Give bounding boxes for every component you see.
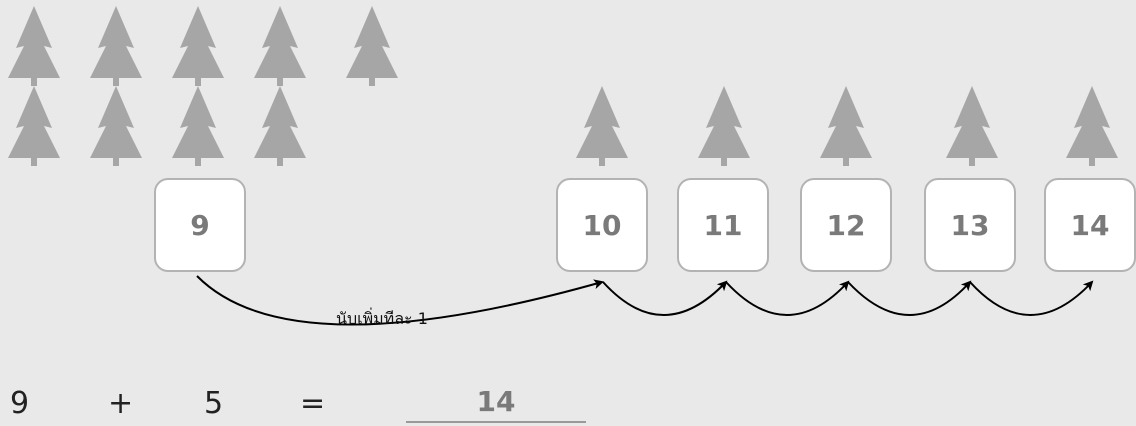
pine-tree-icon	[84, 4, 148, 86]
number-box: 10	[556, 178, 648, 272]
arrow-12-to-13	[847, 280, 972, 316]
pine-tree-icon	[340, 4, 404, 86]
number-box: 13	[924, 178, 1016, 272]
pine-tree-icon	[2, 84, 66, 166]
count-up-label: นับเพิ่มทีละ 1	[336, 309, 428, 328]
pine-tree-icon	[814, 84, 878, 166]
pine-tree-icon	[166, 84, 230, 166]
equation-answer: 14	[476, 385, 516, 418]
number-box: 9	[154, 178, 246, 272]
pine-tree-icon	[2, 4, 66, 86]
equation-left: 9	[10, 386, 30, 421]
arrow-13-to-14	[969, 280, 1094, 316]
equation-equals: =	[300, 386, 326, 421]
pine-tree-icon	[692, 84, 756, 166]
arrow-11-to-12	[725, 280, 850, 316]
pine-tree-icon	[84, 84, 148, 166]
pine-tree-icon	[248, 4, 312, 86]
pine-tree-icon	[166, 4, 230, 86]
pine-tree-icon	[1060, 84, 1124, 166]
arrow-9-to-10	[196, 275, 604, 326]
answer-underline	[406, 421, 586, 423]
number-box: 12	[800, 178, 892, 272]
equation-operator: +	[108, 386, 134, 421]
pine-tree-icon	[570, 84, 634, 166]
arrow-10-to-11	[602, 280, 728, 316]
pine-tree-icon	[248, 84, 312, 166]
number-box: 14	[1044, 178, 1136, 272]
pine-tree-icon	[940, 84, 1004, 166]
number-box: 11	[677, 178, 769, 272]
equation-right: 5	[204, 386, 224, 421]
